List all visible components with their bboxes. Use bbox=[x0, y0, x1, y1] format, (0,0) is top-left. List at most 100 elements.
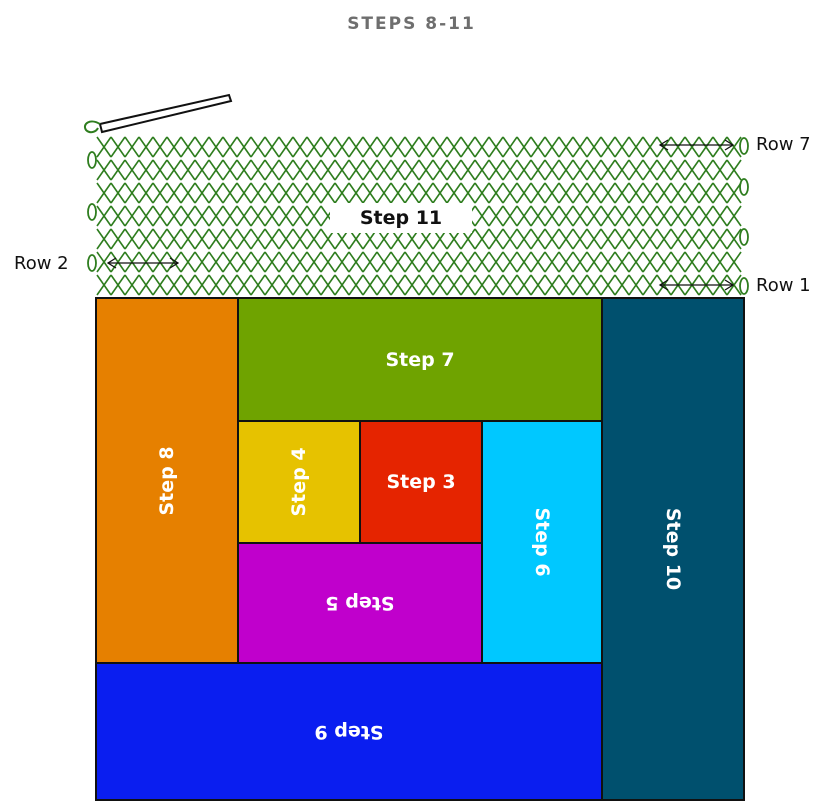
stitch-mark bbox=[292, 159, 308, 181]
stitch-mark bbox=[124, 251, 140, 273]
stitch-mark bbox=[572, 274, 588, 296]
stitch-mark bbox=[502, 251, 518, 273]
stitch-mark bbox=[460, 274, 476, 296]
stitch-mark bbox=[208, 159, 224, 181]
stitch-mark bbox=[586, 251, 602, 273]
stitch-mark bbox=[516, 182, 532, 204]
stitch-mark bbox=[544, 251, 560, 273]
stitch-mark bbox=[264, 205, 280, 227]
stitch-mark bbox=[558, 274, 574, 296]
stitch-mark bbox=[222, 136, 238, 158]
stitch-mark bbox=[236, 205, 252, 227]
stitch-mark bbox=[572, 228, 588, 250]
stitch-mark bbox=[698, 228, 714, 250]
stitch-mark bbox=[516, 136, 532, 158]
stitch-mark bbox=[572, 205, 588, 227]
stitch-mark bbox=[96, 228, 112, 250]
stitch-mark bbox=[96, 274, 112, 296]
stitch-mark bbox=[250, 274, 266, 296]
chain-loop bbox=[87, 151, 97, 169]
stitch-mark bbox=[558, 205, 574, 227]
stitch-mark bbox=[124, 136, 140, 158]
stitch-mark bbox=[656, 205, 672, 227]
stitch-mark bbox=[166, 228, 182, 250]
stitch-mark bbox=[586, 274, 602, 296]
stitch-mark bbox=[96, 205, 112, 227]
stitch-mark bbox=[180, 136, 196, 158]
crochet-hook-icon bbox=[84, 93, 233, 134]
stitch-mark bbox=[558, 159, 574, 181]
stitch-mark bbox=[236, 274, 252, 296]
stitch-mark bbox=[544, 205, 560, 227]
stitch-mark bbox=[152, 274, 168, 296]
stitch-mark bbox=[278, 251, 294, 273]
stitch-mark bbox=[166, 205, 182, 227]
stitch-mark bbox=[488, 251, 504, 273]
stitch-mark bbox=[306, 228, 322, 250]
stitch-mark bbox=[502, 182, 518, 204]
stitch-mark bbox=[488, 274, 504, 296]
stitch-mark bbox=[684, 205, 700, 227]
stitch-mark bbox=[600, 228, 616, 250]
stitch-mark bbox=[516, 205, 532, 227]
stitch-mark bbox=[166, 182, 182, 204]
stitch-mark bbox=[432, 136, 448, 158]
stitch-mark bbox=[474, 159, 490, 181]
stitch-mark bbox=[278, 159, 294, 181]
stitch-mark bbox=[712, 228, 728, 250]
stitch-mark bbox=[124, 228, 140, 250]
stitch-mark bbox=[614, 205, 630, 227]
stitch-mark bbox=[236, 136, 252, 158]
stitch-mark bbox=[502, 136, 518, 158]
stitch-mark bbox=[264, 274, 280, 296]
stitch-mark bbox=[390, 136, 406, 158]
stitch-mark bbox=[138, 228, 154, 250]
stitch-mark bbox=[432, 251, 448, 273]
stitch-mark bbox=[460, 251, 476, 273]
step-6-block: Step 6 bbox=[481, 420, 603, 664]
stitch-mark bbox=[292, 228, 308, 250]
step-5-block: Step 5 bbox=[237, 542, 483, 664]
stitch-mark bbox=[390, 182, 406, 204]
step-3-label: Step 3 bbox=[386, 471, 456, 493]
stitch-mark bbox=[628, 136, 644, 158]
stitch-mark bbox=[684, 136, 700, 158]
stitch-mark bbox=[586, 159, 602, 181]
stitch-mark bbox=[208, 182, 224, 204]
stitch-mark bbox=[600, 274, 616, 296]
stitch-mark bbox=[530, 136, 546, 158]
stitch-mark bbox=[250, 228, 266, 250]
row-2-label: Row 2 bbox=[14, 253, 69, 274]
chain-loop bbox=[87, 203, 97, 221]
stitch-mark bbox=[348, 136, 364, 158]
chain-loop bbox=[87, 254, 97, 272]
stitch-mark bbox=[558, 136, 574, 158]
chain-loop bbox=[739, 178, 749, 196]
stitch-mark bbox=[362, 274, 378, 296]
stitch-mark bbox=[152, 159, 168, 181]
stitch-mark bbox=[278, 136, 294, 158]
stitch-mark bbox=[362, 159, 378, 181]
stitch-mark bbox=[670, 228, 686, 250]
stitch-mark bbox=[502, 159, 518, 181]
stitch-mark bbox=[194, 274, 210, 296]
page-title: STEPS 8-11 bbox=[347, 14, 476, 34]
stitch-mark bbox=[656, 159, 672, 181]
stitch-mark bbox=[194, 205, 210, 227]
stitch-mark bbox=[236, 182, 252, 204]
stitch-mark bbox=[110, 228, 126, 250]
row-7-label: Row 7 bbox=[756, 134, 811, 155]
stitch-mark bbox=[614, 251, 630, 273]
stitch-mark bbox=[474, 136, 490, 158]
stitch-mark bbox=[614, 136, 630, 158]
stitch-mark bbox=[362, 136, 378, 158]
stitch-mark bbox=[586, 205, 602, 227]
stitch-mark bbox=[376, 274, 392, 296]
stitch-mark bbox=[474, 274, 490, 296]
stitch-mark bbox=[180, 182, 196, 204]
stitch-mark bbox=[208, 136, 224, 158]
stitch-mark bbox=[348, 159, 364, 181]
stitch-mark bbox=[152, 228, 168, 250]
stitch-mark bbox=[712, 205, 728, 227]
stitch-mark bbox=[138, 274, 154, 296]
